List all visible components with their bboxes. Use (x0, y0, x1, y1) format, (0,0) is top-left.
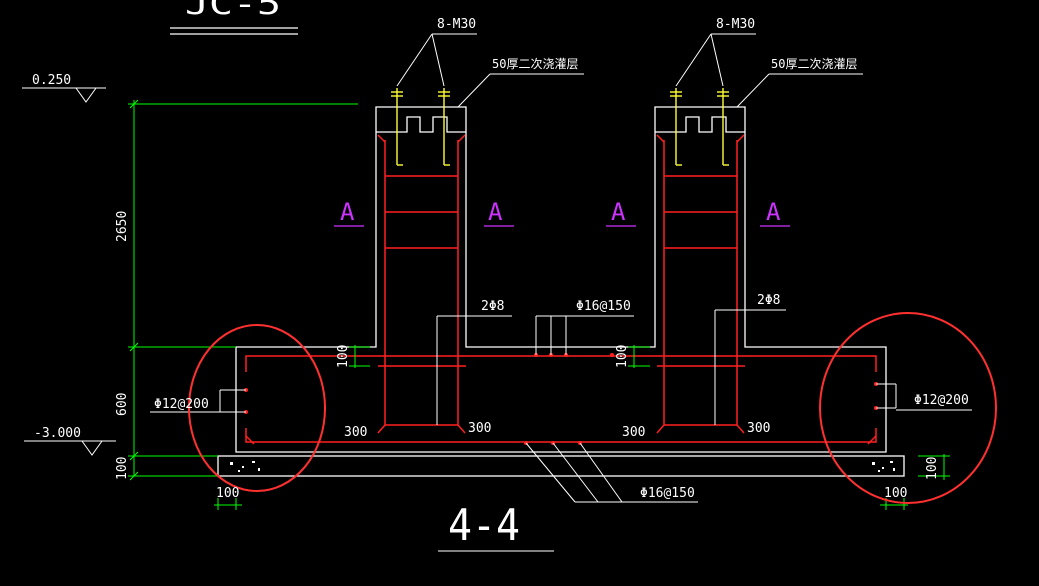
section-marks: A A A A (340, 198, 781, 226)
label-elev-top: 0.250 (32, 73, 71, 88)
section-a-1: A (340, 198, 355, 226)
label-pad-right-h: 100 (884, 486, 907, 501)
label-hook-2: 300 (468, 421, 491, 436)
label-dim-pad-height: 100 (115, 457, 130, 480)
annotations: 8-M30 8-M30 50厚二次浇灌层 50厚二次浇灌层 0.250 -3.0… (32, 17, 969, 551)
label-grout-right: 50厚二次浇灌层 (771, 57, 857, 71)
top-title: JC-5 (185, 0, 281, 22)
highlight-circle-right (819, 312, 997, 504)
section-title: 4-4 (448, 500, 520, 551)
label-dim-pad-right-v: 100 (925, 457, 940, 480)
leader-lines (22, 33, 972, 552)
highlight-circles (188, 312, 997, 504)
label-stirrup-left: 2Φ8 (481, 299, 504, 314)
label-stirrup-right: 2Φ8 (757, 293, 780, 308)
section-a-4: A (766, 198, 781, 226)
foundation-outline (217, 106, 905, 477)
label-hook-3: 300 (622, 425, 645, 440)
dimension-lines (128, 99, 950, 510)
label-grout-left: 50厚二次浇灌层 (492, 57, 578, 71)
label-top-bars: Φ16@150 (576, 299, 631, 314)
label-dim-cover-left: 100 (336, 345, 351, 368)
label-bolts-left: 8-M30 (437, 17, 476, 32)
label-side-bars-right: Φ12@200 (914, 393, 969, 408)
highlight-circle-left (188, 324, 326, 492)
label-bolts-right: 8-M30 (716, 17, 755, 32)
label-bottom-bars: Φ16@150 (640, 486, 695, 501)
label-dim-base-height: 600 (115, 393, 130, 416)
label-dim-pedestal-height: 2650 (115, 211, 130, 242)
section-a-2: A (488, 198, 503, 226)
section-a-3: A (611, 198, 626, 226)
label-elev-bottom: -3.000 (34, 426, 81, 441)
top-title-group: JC-5 (170, 0, 298, 35)
rotated-dimension-texts: 2650 600 100 100 100 100 (115, 211, 940, 480)
anchor-bolts (391, 88, 729, 166)
label-pad-left-h: 100 (216, 486, 239, 501)
rebar (245, 134, 877, 445)
label-hook-1: 300 (344, 425, 367, 440)
label-side-bars-left: Φ12@200 (154, 397, 209, 412)
label-hook-4: 300 (747, 421, 770, 436)
pad-hatch (230, 461, 895, 472)
label-dim-cover-mid: 100 (615, 345, 630, 368)
